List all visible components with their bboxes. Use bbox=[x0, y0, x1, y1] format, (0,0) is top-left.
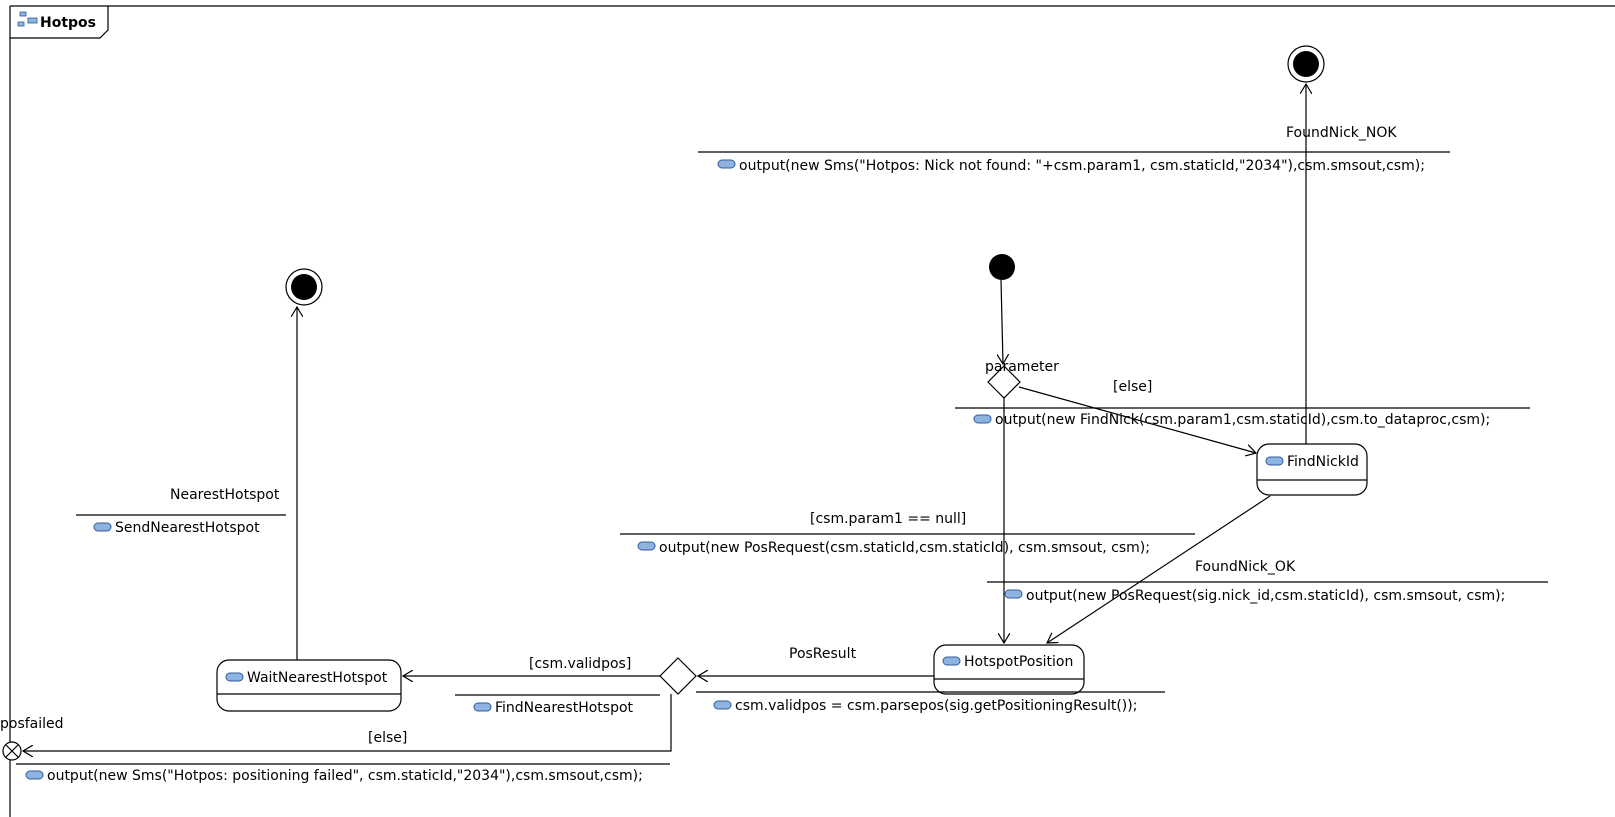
action-sendnearesthotspot: SendNearestHotspot bbox=[115, 520, 260, 536]
action-icon bbox=[717, 159, 736, 169]
label-parameter: parameter bbox=[985, 359, 1059, 375]
transition-else-posfailed bbox=[23, 694, 672, 751]
state-label-waitnearesthotspot: WaitNearestHotspot bbox=[247, 670, 388, 686]
frame-title: Hotpos bbox=[40, 15, 96, 31]
action-icon bbox=[473, 702, 492, 712]
action-icon bbox=[713, 700, 732, 710]
action-foundnick-nok: output(new Sms("Hotpos: Nick not found: … bbox=[739, 158, 1425, 174]
label-posresult: PosResult bbox=[789, 646, 857, 662]
action-icon bbox=[973, 414, 992, 424]
choice-validpos bbox=[659, 657, 697, 695]
action-icon bbox=[93, 522, 112, 532]
label-foundnick-nok: FoundNick_NOK bbox=[1286, 125, 1397, 141]
label-posfailed: posfailed bbox=[0, 716, 64, 732]
action-parsepos: csm.validpos = csm.parsepos(sig.getPosit… bbox=[735, 698, 1137, 714]
state-label-hotspotposition: HotspotPosition bbox=[964, 654, 1073, 670]
label-nearesthotspot: NearestHotspot bbox=[170, 487, 280, 503]
initial-state bbox=[989, 254, 1015, 280]
state-icon bbox=[942, 656, 961, 666]
exit-point-posfailed bbox=[2, 741, 22, 761]
action-foundnick-ok: output(new PosRequest(sig.nick_id,csm.st… bbox=[1026, 588, 1505, 604]
state-hotspotposition bbox=[933, 644, 1085, 695]
state-machine-icon bbox=[17, 11, 38, 27]
final-state-left bbox=[285, 268, 323, 306]
state-findnickid bbox=[1256, 443, 1368, 496]
transition-else-to-findnickid bbox=[1018, 386, 1256, 453]
transition-foundnick-ok bbox=[1047, 495, 1271, 643]
transition-initial-to-parameter bbox=[1001, 279, 1003, 364]
label-else-bottom: [else] bbox=[368, 730, 407, 746]
final-state-top bbox=[1287, 45, 1325, 83]
action-findnearesthotspot: FindNearestHotspot bbox=[495, 700, 634, 716]
action-icon bbox=[637, 541, 656, 551]
diagram-frame bbox=[9, 5, 1615, 817]
state-waitnearesthotspot bbox=[216, 659, 402, 712]
action-posfailed: output(new Sms("Hotpos: positioning fail… bbox=[47, 768, 643, 784]
label-else-top: [else] bbox=[1113, 379, 1152, 395]
action-icon bbox=[1004, 589, 1023, 599]
state-label-findnickid: FindNickId bbox=[1287, 454, 1359, 470]
label-foundnick-ok: FoundNick_OK bbox=[1195, 559, 1296, 575]
state-icon bbox=[1265, 456, 1284, 466]
label-validpos: [csm.validpos] bbox=[529, 656, 631, 672]
action-posrequest: output(new PosRequest(csm.staticId,csm.s… bbox=[659, 540, 1150, 556]
action-findnick: output(new FindNick(csm.param1,csm.stati… bbox=[995, 412, 1490, 428]
state-icon bbox=[225, 672, 244, 682]
action-icon bbox=[25, 770, 44, 780]
label-param-null: [csm.param1 == null] bbox=[810, 511, 966, 527]
